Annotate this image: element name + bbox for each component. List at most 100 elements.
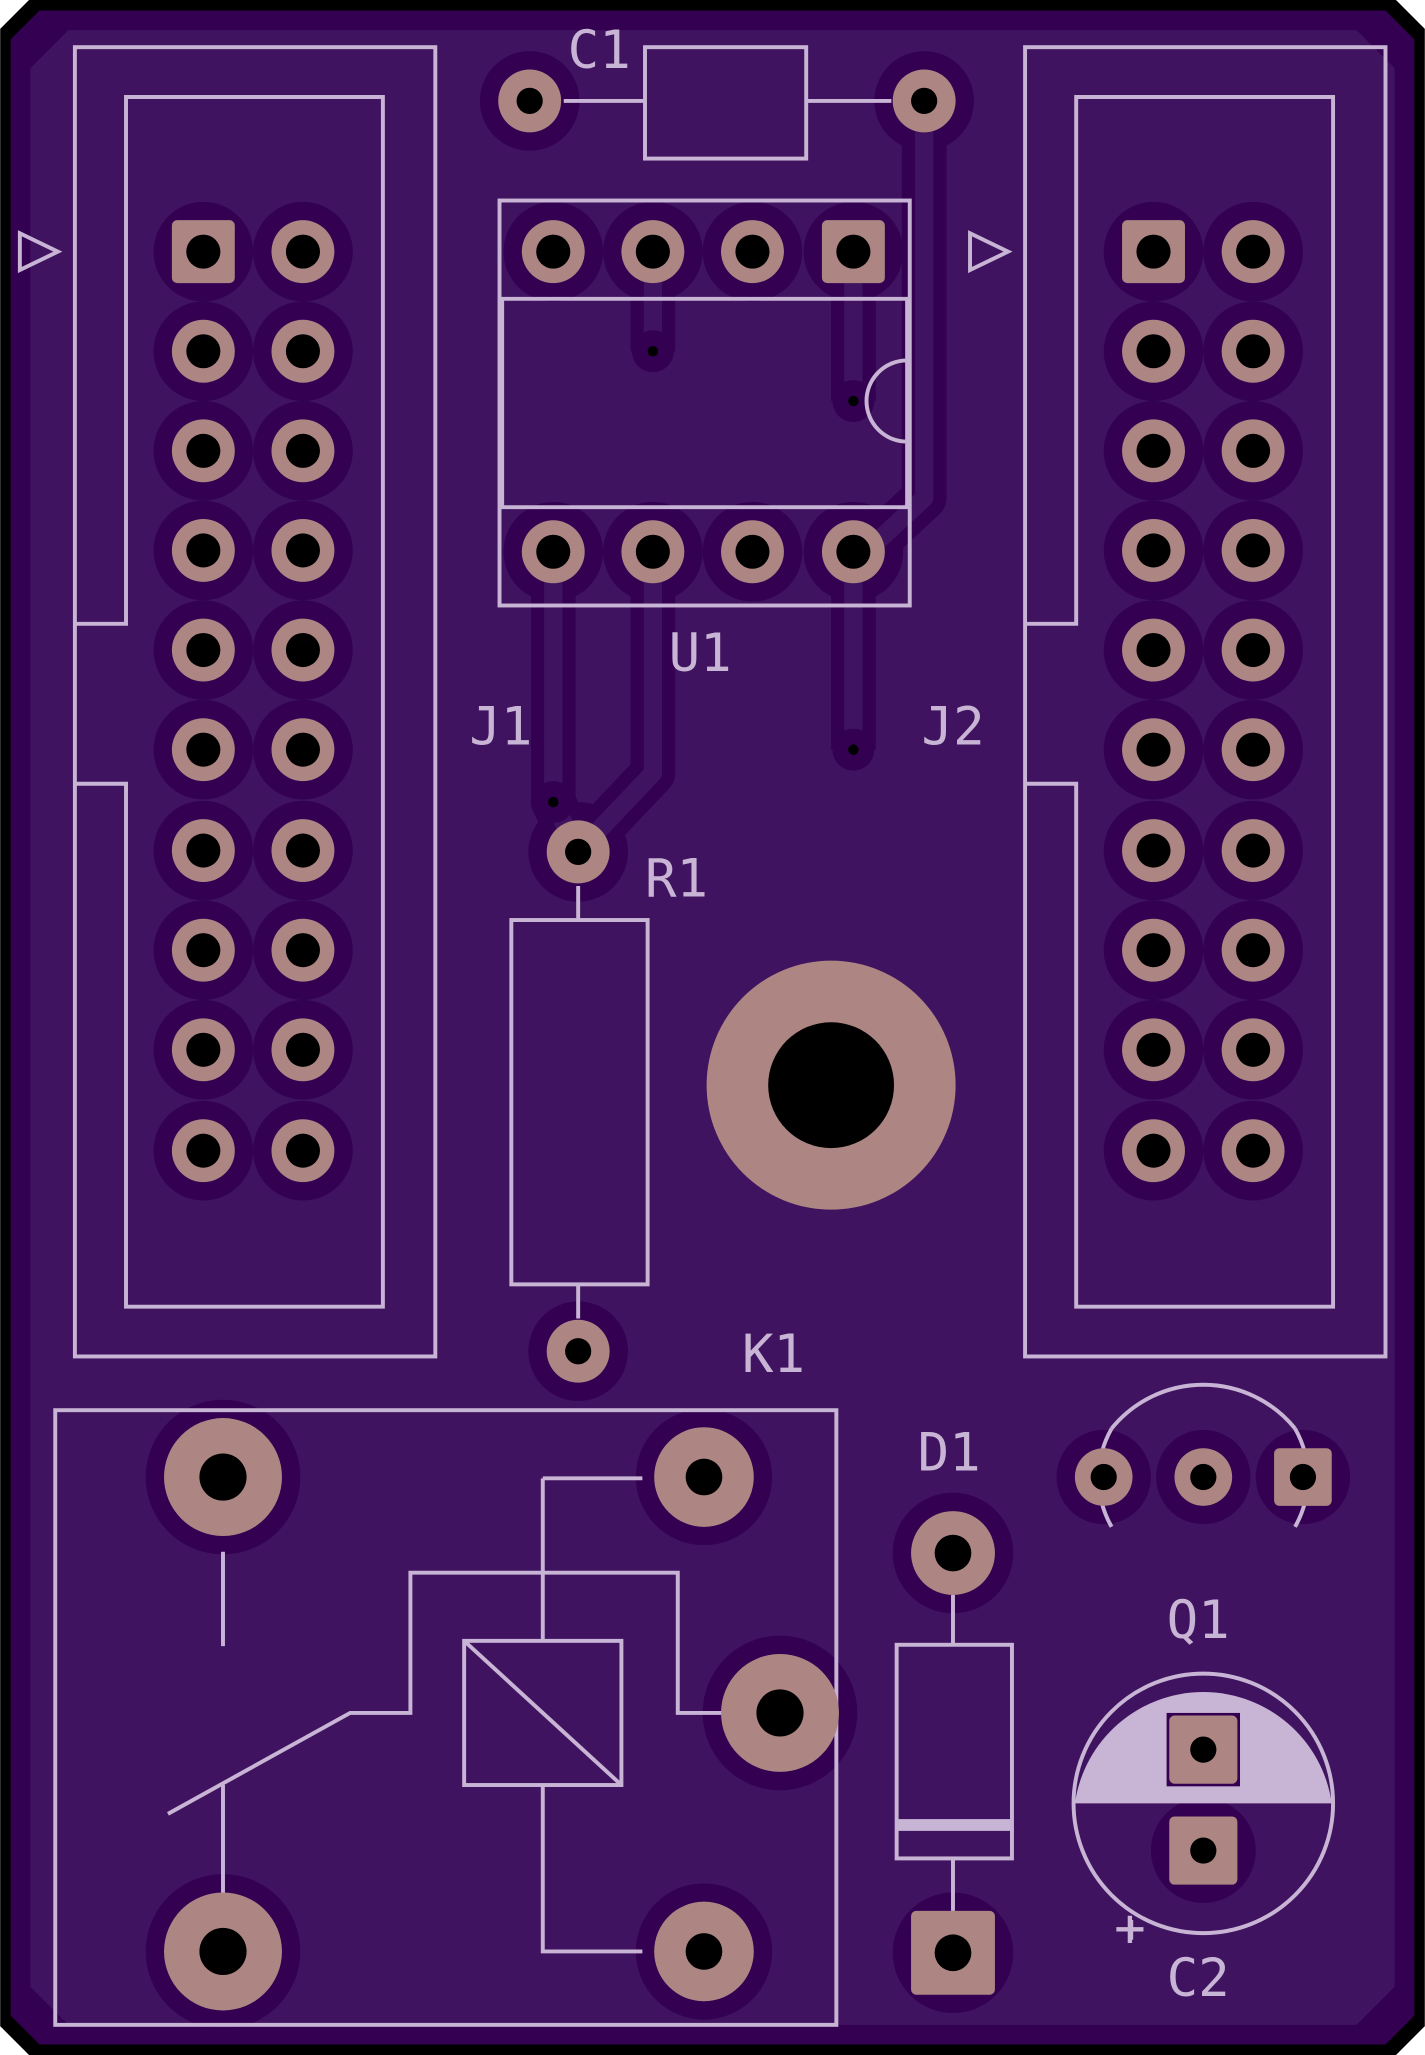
drill-hole (1236, 1133, 1271, 1168)
drill-hole (285, 234, 320, 269)
drill-hole (186, 933, 221, 968)
drill-hole (735, 234, 770, 269)
drill-hole (735, 534, 770, 569)
drill-hole (536, 534, 571, 569)
j2-outline (1023, 45, 1388, 1359)
label-c1: C1 (568, 20, 631, 81)
drill-hole (285, 732, 320, 767)
drill-hole (911, 87, 938, 115)
drill-hole (1289, 1463, 1317, 1491)
label-r1: R1 (645, 848, 708, 909)
drill-hole (1236, 533, 1271, 568)
drill-hole (516, 87, 543, 115)
label-u1: U1 (669, 623, 732, 684)
drill-hole (1190, 1837, 1217, 1864)
drill-hole (285, 334, 320, 369)
drill-hole (186, 633, 221, 668)
drill-hole (186, 433, 221, 468)
drill-hole (285, 833, 320, 868)
drill-hole (186, 1032, 221, 1067)
drill-hole (186, 833, 221, 868)
drill-hole (934, 1534, 972, 1572)
via-drill (848, 395, 859, 407)
drill-hole (536, 234, 571, 269)
drill-hole (186, 334, 221, 369)
drill-hole (1136, 732, 1171, 767)
drill-hole (685, 1458, 723, 1496)
drill-hole (186, 234, 221, 269)
drill-hole (1236, 732, 1271, 767)
r1-body (509, 918, 650, 1287)
u1-socket (497, 198, 912, 608)
board-fill (30, 30, 1395, 2025)
drill-hole (186, 533, 221, 568)
via-drill (548, 796, 559, 808)
drill-hole (1236, 1032, 1271, 1067)
drill-hole (1190, 1736, 1217, 1763)
drill-hole (1136, 433, 1171, 468)
drill-hole (1236, 833, 1271, 868)
drill-hole (1190, 1463, 1217, 1491)
j1-inner (74, 95, 385, 1309)
drill-hole (1136, 1032, 1171, 1067)
drill-hole (1236, 234, 1271, 269)
k1-coil-diag (462, 1639, 623, 1787)
label-k1: K1 (742, 1324, 805, 1385)
designators: C1 U1 J1 J2 R1 K1 D1 Q1 C2 + (469, 20, 1229, 2009)
label-j1: J1 (469, 696, 532, 757)
drill-hole (1136, 234, 1171, 269)
drill-hole (1090, 1463, 1117, 1491)
label-j2: J2 (922, 696, 985, 757)
drill-hole (285, 1032, 320, 1067)
k1-coil (462, 1638, 624, 1787)
label-c2-plus: + (1114, 1898, 1146, 1959)
drill-hole (199, 1927, 247, 1976)
c2-outline (1071, 1671, 1336, 1936)
drill-hole (285, 433, 320, 468)
via-drill (647, 345, 659, 357)
drill-hole (756, 1689, 804, 1737)
drill-hole (1236, 633, 1271, 668)
drill-hole (1236, 334, 1271, 369)
drill-hole (1236, 933, 1271, 968)
mounting-hole (768, 1022, 895, 1149)
k1-contacts (166, 1476, 724, 1954)
drill-hole (1136, 833, 1171, 868)
j2-inner (1025, 95, 1336, 1309)
j1-outline (72, 45, 438, 1359)
c1-body (643, 45, 809, 161)
drill-hole (199, 1453, 247, 1501)
j2-pin1-marker (968, 230, 1013, 274)
drill-hole (836, 534, 871, 569)
drill-hole (1136, 933, 1171, 968)
drill-hole (1136, 633, 1171, 668)
drill-hole (285, 933, 320, 968)
j1-pin1-marker (17, 230, 63, 274)
u1-body (500, 296, 910, 510)
drill-hole (186, 732, 221, 767)
drill-hole (1136, 533, 1171, 568)
drill-hole (285, 633, 320, 668)
drill-hole (934, 1934, 972, 1972)
drill-hole (1236, 433, 1271, 468)
drill-hole (685, 1933, 723, 1970)
drill-hole (635, 234, 670, 269)
label-c2: C2 (1167, 1948, 1230, 2009)
d1-cathode-band (896, 1819, 1012, 1831)
via-drill (848, 744, 859, 755)
drill-hole (285, 1133, 320, 1168)
trace (571, 551, 663, 859)
label-d1: D1 (918, 1422, 981, 1483)
drill-hole (836, 234, 871, 269)
d1-body (894, 1642, 1014, 1861)
pads (164, 69, 1332, 2011)
drill-hole (1136, 1133, 1171, 1168)
drill-hole (285, 533, 320, 568)
drill-hole (635, 534, 670, 569)
drill-hole (1136, 334, 1171, 369)
drill-hole (565, 838, 592, 865)
drill-hole (565, 1338, 592, 1365)
label-q1: Q1 (1167, 1590, 1230, 1651)
